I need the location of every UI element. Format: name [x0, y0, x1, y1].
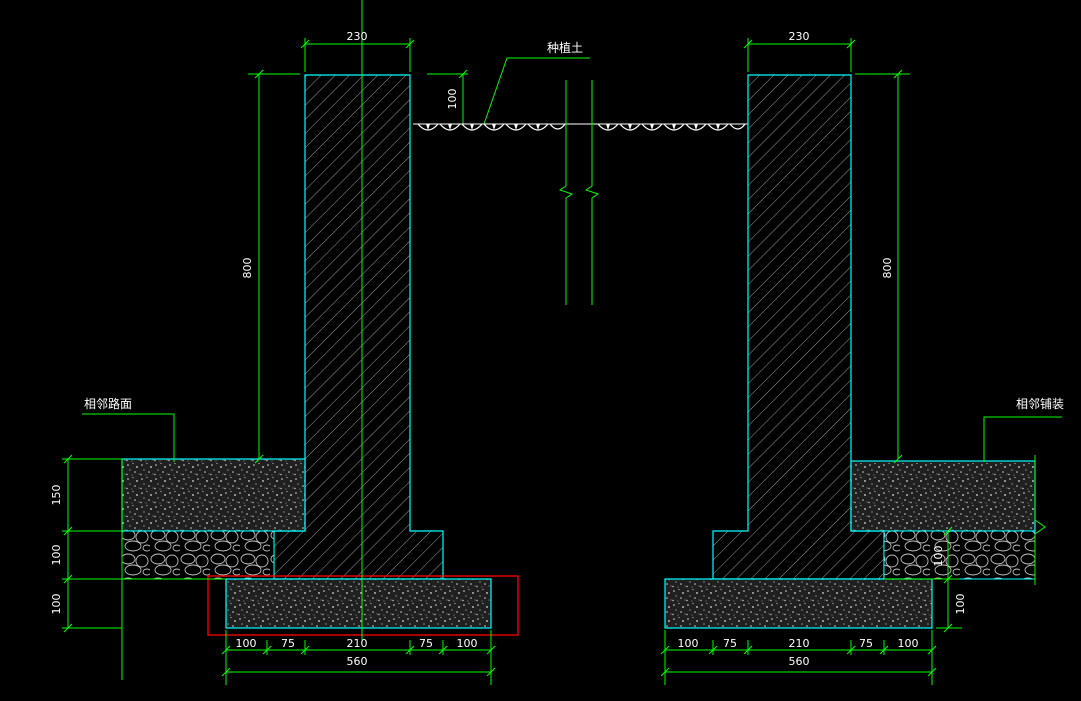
right-side-dim-2: 100: [954, 594, 967, 615]
left-paving-block: [121, 458, 306, 532]
right-concrete-base: [664, 578, 933, 629]
right-base-dim-4: 75: [859, 637, 873, 650]
right-height-label: 800: [881, 258, 894, 279]
right-base-dim-5: 100: [898, 637, 919, 650]
right-paving-label: 相邻铺装: [1016, 397, 1064, 411]
planting-soil-surface: [413, 123, 748, 131]
right-base-total: 560: [789, 655, 810, 668]
right-height-dimension: [855, 69, 910, 464]
right-bottom-dimensions: [660, 630, 937, 685]
right-edge-break: [1034, 455, 1046, 585]
left-base-total: 560: [347, 655, 368, 668]
left-offset-label: 100: [446, 89, 459, 110]
left-side-dimensions: [62, 454, 226, 680]
right-side-dimensions: [884, 526, 962, 633]
planting-soil-leader: [483, 57, 590, 125]
left-section: 230 800 100 种植土: [50, 0, 748, 685]
right-top-width-label: 230: [789, 30, 810, 43]
right-stone-layer: [883, 530, 1036, 580]
right-base-dim-2: 75: [723, 637, 737, 650]
left-height-label: 800: [241, 258, 254, 279]
left-side-dim-1: 150: [50, 485, 63, 506]
right-base-dim-3: 210: [789, 637, 810, 650]
right-top-dimension: [743, 38, 856, 72]
left-base-dim-3: 210: [347, 637, 368, 650]
left-wall-cap-outline: [304, 74, 411, 459]
right-side-dim-1: 100: [932, 546, 945, 567]
left-base-highlight-box: [207, 575, 519, 636]
left-base-dim-1: 100: [236, 637, 257, 650]
left-height-dimension: [248, 69, 300, 464]
left-top-width-label: 230: [347, 30, 368, 43]
right-paving-block: [850, 460, 1036, 532]
left-side-dim-2: 100: [50, 545, 63, 566]
left-base-dim-5: 100: [457, 637, 478, 650]
left-paving-leader: [82, 413, 175, 462]
left-base-dim-2: 75: [281, 637, 295, 650]
left-top-dimension: [300, 38, 415, 72]
left-base-dim-4: 75: [419, 637, 433, 650]
break-lines: [558, 80, 600, 305]
right-paving-leader: [983, 416, 1062, 462]
left-offset-dimension: [427, 69, 468, 125]
left-concrete-base: [225, 578, 492, 629]
left-stone-layer: [121, 530, 275, 580]
left-side-dim-3: 100: [50, 594, 63, 615]
left-bottom-dimensions: [221, 630, 496, 685]
right-section: 230 800 相邻铺装 100 100: [660, 30, 1064, 685]
planting-soil-label: 种植土: [547, 40, 583, 55]
right-base-dim-1: 100: [678, 637, 699, 650]
left-paving-label: 相邻路面: [84, 396, 132, 411]
